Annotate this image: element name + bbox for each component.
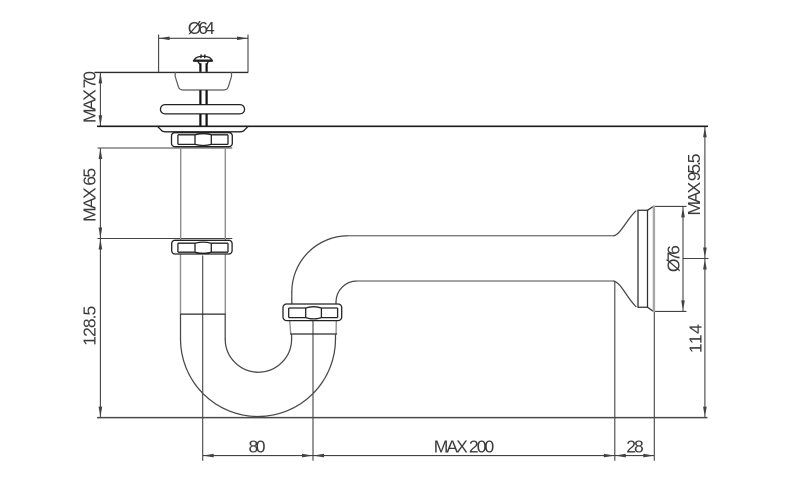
svg-text:MAX 95.5: MAX 95.5 — [684, 154, 704, 216]
svg-text:MAX 70: MAX 70 — [80, 71, 100, 123]
svg-text:114: 114 — [685, 324, 705, 353]
svg-text:28: 28 — [626, 436, 644, 456]
svg-text:80: 80 — [249, 436, 266, 456]
svg-text:MAX 200: MAX 200 — [434, 436, 495, 456]
svg-text:Ø76: Ø76 — [664, 245, 684, 272]
svg-text:128.5: 128.5 — [79, 306, 99, 346]
svg-text:Ø64: Ø64 — [188, 18, 215, 38]
svg-text:MAX 65: MAX 65 — [80, 168, 100, 222]
